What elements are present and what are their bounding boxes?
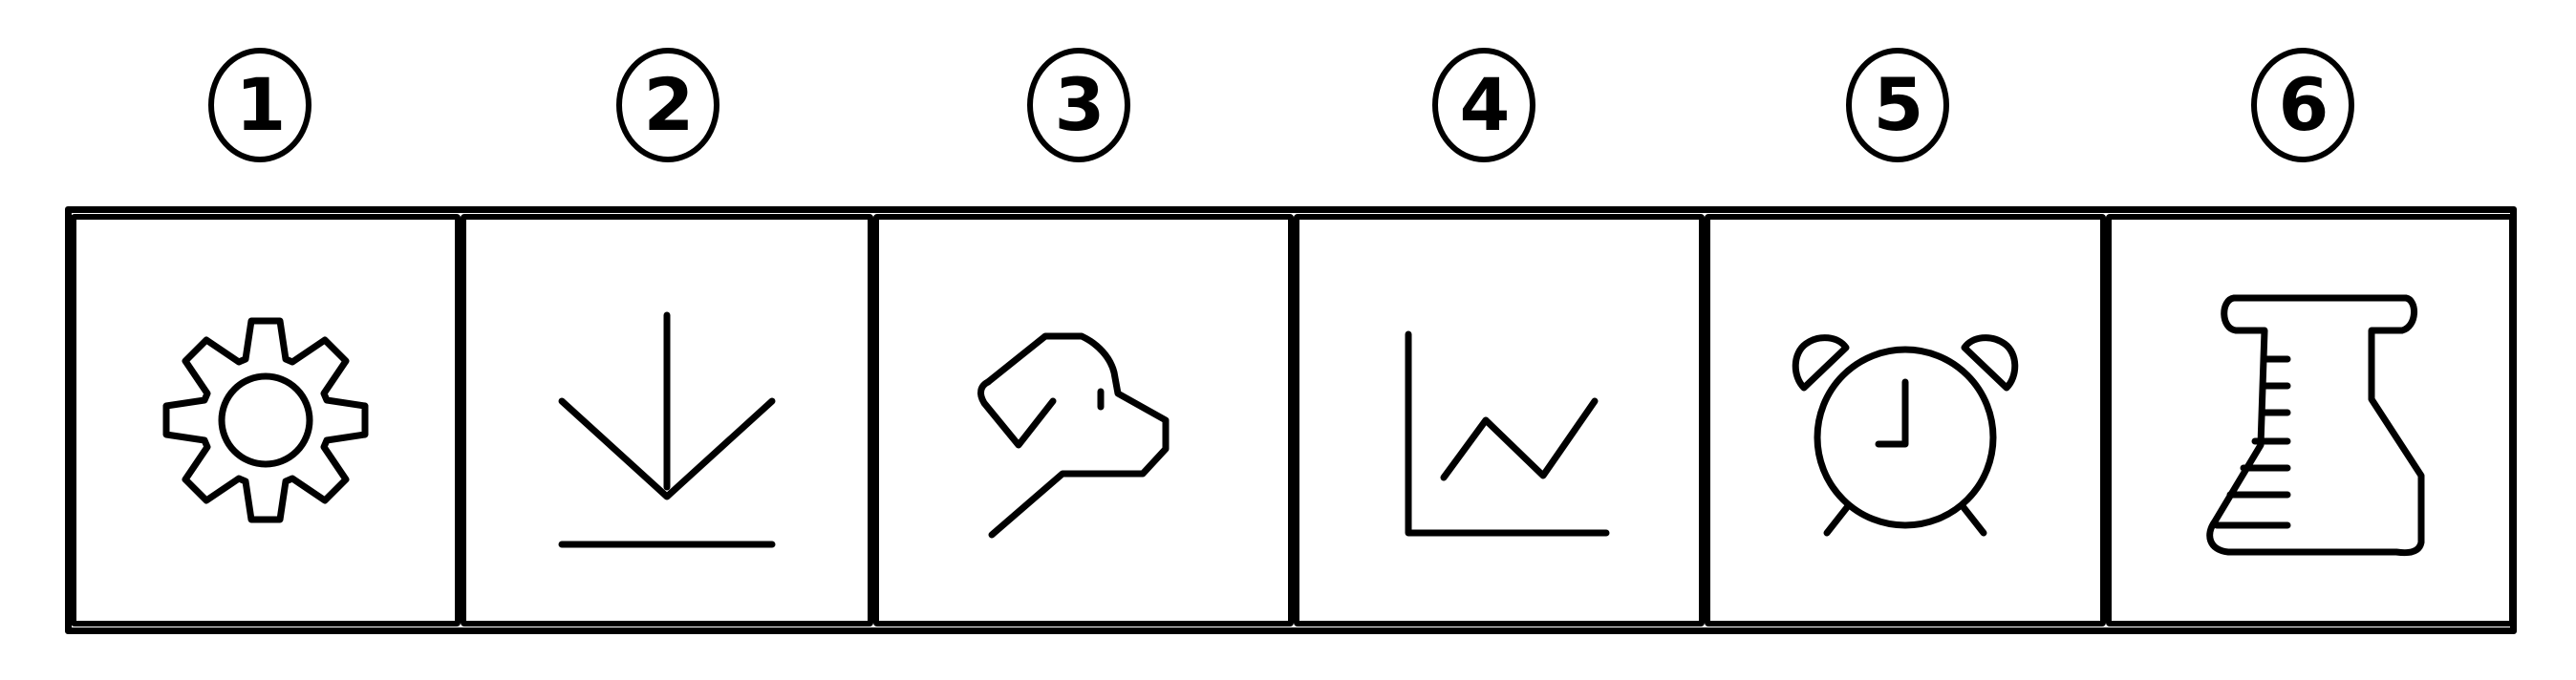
number-label-2: 2	[605, 38, 739, 172]
number-labels-row: 1 2 3 4 5 6	[0, 0, 2576, 205]
number-circle	[1027, 48, 1130, 162]
number-text: 2	[643, 62, 695, 147]
number-circle	[208, 48, 311, 162]
number-text: 1	[235, 62, 287, 147]
dog-head-icon	[977, 332, 1170, 539]
number-circle	[1432, 48, 1535, 162]
icon-cell-2	[461, 214, 873, 627]
icon-cell-6	[2106, 214, 2515, 627]
flask-icon	[2206, 294, 2425, 557]
icon-cell-3	[873, 214, 1294, 627]
number-label-1: 1	[197, 38, 331, 172]
number-text: 4	[1459, 62, 1511, 147]
icon-cell-1	[71, 214, 461, 627]
number-label-4: 4	[1421, 38, 1555, 172]
number-circle	[616, 48, 719, 162]
number-label-3: 3	[1016, 38, 1149, 172]
number-text: 6	[2278, 62, 2329, 147]
icon-cell-5	[1705, 214, 2106, 627]
number-text: 5	[1873, 62, 1924, 147]
number-label-5: 5	[1835, 38, 1968, 172]
icon-cell-4	[1294, 214, 1705, 627]
line-chart-icon	[1405, 330, 1610, 537]
number-text: 3	[1054, 62, 1106, 147]
number-circle	[1846, 48, 1949, 162]
gear-icon	[162, 317, 369, 523]
download-icon	[558, 311, 776, 548]
alarm-clock-icon	[1792, 334, 2019, 537]
number-label-6: 6	[2240, 38, 2373, 172]
number-circle	[2251, 48, 2354, 162]
